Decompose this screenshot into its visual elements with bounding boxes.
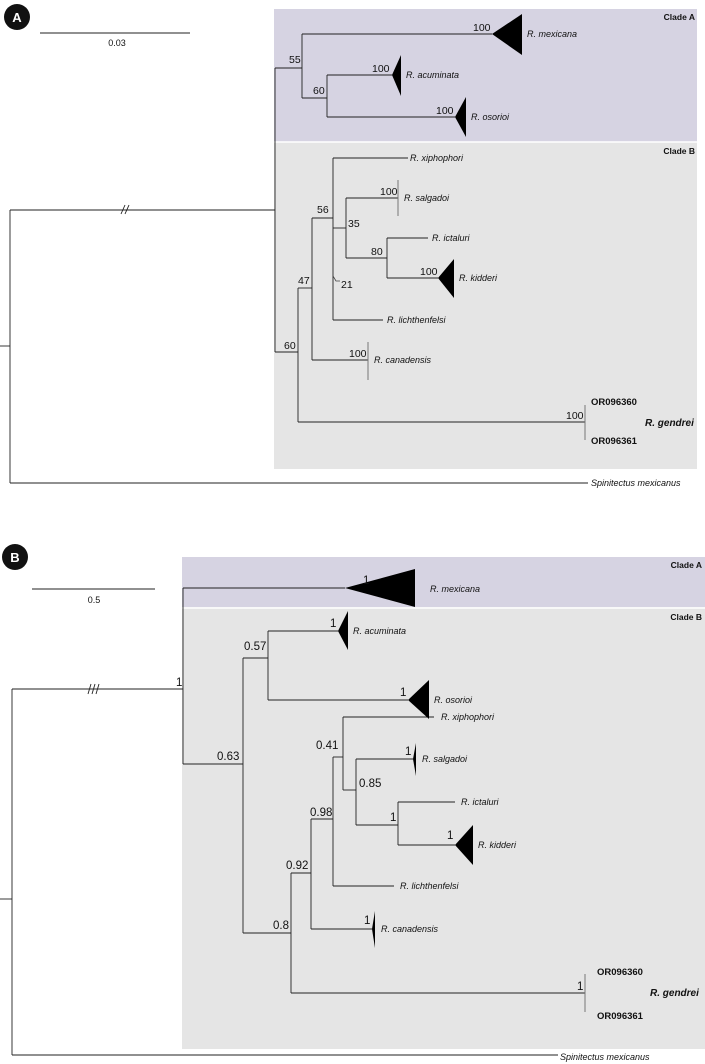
collapsed-clades-a bbox=[332, 14, 586, 440]
taxon-label: R. mexicana bbox=[430, 584, 480, 594]
taxon-label: R. salgadoi bbox=[404, 193, 450, 203]
clade-a-background bbox=[182, 557, 705, 607]
taxon-label: R. osorioi bbox=[434, 695, 473, 705]
panel-b: B 0.5 Clade A Clade B bbox=[0, 544, 705, 1062]
collapsed-clades-b bbox=[338, 569, 586, 1012]
taxon-label: R. kidderi bbox=[459, 273, 498, 283]
tree-b-branches bbox=[0, 587, 585, 1056]
support-value: 1 bbox=[390, 812, 396, 824]
taxon-label: R. ictaluri bbox=[461, 797, 500, 807]
panel-a: A 0.03 Clade A Clade B bbox=[0, 4, 697, 488]
support-value: 1 bbox=[577, 981, 583, 993]
taxon-label: R. gendrei bbox=[650, 988, 699, 999]
support-value: 1 bbox=[364, 915, 370, 927]
mexicana-collapsed-clade bbox=[345, 569, 415, 607]
support-value: 80 bbox=[371, 246, 383, 258]
osorioi-collapsed-clade bbox=[408, 680, 429, 719]
support-value: 100 bbox=[380, 186, 398, 198]
osorioi-collapsed-clade bbox=[455, 97, 466, 137]
taxon-label: R. acuminata bbox=[353, 626, 406, 636]
outgroup-label: Spinitectus mexicanus bbox=[560, 1052, 650, 1062]
clade-a-label: Clade A bbox=[664, 12, 695, 22]
mexicana-collapsed-clade bbox=[492, 14, 522, 55]
taxon-label: R. canadensis bbox=[381, 924, 439, 934]
taxon-label: R. kidderi bbox=[478, 840, 517, 850]
taxon-label: R. acuminata bbox=[406, 70, 459, 80]
clade-b-label: Clade B bbox=[670, 612, 702, 622]
kidderi-collapsed-clade bbox=[438, 259, 454, 298]
support-value: 100 bbox=[473, 22, 491, 34]
support-value: 21 bbox=[341, 279, 353, 291]
taxon-label: R. salgadoi bbox=[422, 754, 468, 764]
scale-bar-label: 0.03 bbox=[108, 38, 126, 48]
tree-a-branches bbox=[0, 33, 588, 484]
scale-bar-label: 0.5 bbox=[88, 595, 101, 605]
taxon-label: R. canadensis bbox=[374, 355, 432, 365]
support-value: 0.41 bbox=[316, 740, 338, 752]
support-value: 100 bbox=[420, 266, 438, 278]
accession-label: OR096360 bbox=[591, 397, 637, 408]
support-value: 0.98 bbox=[310, 807, 332, 819]
support-value: 0.63 bbox=[217, 751, 239, 763]
panel-b-letter: B bbox=[10, 550, 19, 565]
taxon-label: R. osorioi bbox=[471, 112, 510, 122]
outgroup-label: Spinitectus mexicanus bbox=[591, 478, 681, 488]
clade-a-label: Clade A bbox=[671, 560, 702, 570]
salgadoi-collapsed-clade bbox=[413, 743, 416, 776]
accession-label: OR096361 bbox=[597, 1011, 644, 1022]
taxon-label: R. lichthenfelsi bbox=[387, 315, 447, 325]
support-value: 60 bbox=[313, 85, 325, 97]
taxon-label: R. ictaluri bbox=[432, 233, 471, 243]
support-value: 1 bbox=[330, 618, 336, 630]
clade-b-background bbox=[182, 607, 705, 1049]
support-value: 100 bbox=[372, 63, 390, 75]
support-value: 55 bbox=[289, 54, 301, 66]
clade-b-label: Clade B bbox=[663, 146, 695, 156]
clade-b-background bbox=[274, 142, 697, 469]
taxon-label: R. mexicana bbox=[527, 29, 577, 39]
support-value: 1 bbox=[176, 677, 182, 689]
taxon-label: R. gendrei bbox=[645, 418, 694, 429]
acuminata-collapsed-clade bbox=[392, 55, 401, 96]
acuminata-collapsed-clade bbox=[338, 611, 348, 650]
canadensis-collapsed-clade bbox=[372, 911, 375, 948]
support-value: 35 bbox=[348, 218, 360, 230]
support-value: 100 bbox=[566, 410, 584, 422]
support-value: 0.57 bbox=[244, 641, 266, 653]
support-value: 1 bbox=[405, 746, 411, 758]
support-value: 1 bbox=[363, 575, 369, 587]
accession-label: OR096361 bbox=[591, 436, 638, 447]
accession-label: OR096360 bbox=[597, 967, 643, 978]
panel-b-badge bbox=[2, 544, 28, 570]
support-value: 0.92 bbox=[286, 860, 308, 872]
panel-a-letter: A bbox=[12, 10, 22, 25]
taxon-label: R. lichthenfelsi bbox=[400, 881, 460, 891]
support-value: 1 bbox=[447, 830, 453, 842]
taxon-label: R. xiphophori bbox=[410, 153, 464, 163]
taxon-label: R. xiphophori bbox=[441, 712, 495, 722]
support-value: 100 bbox=[349, 348, 367, 360]
support-value: 60 bbox=[284, 340, 296, 352]
support-value: 100 bbox=[436, 105, 454, 117]
panel-a-badge bbox=[4, 4, 30, 30]
clade-a-background bbox=[274, 9, 697, 142]
support-value: 0.85 bbox=[359, 778, 381, 790]
support-value: 1 bbox=[400, 687, 406, 699]
support-value: 47 bbox=[298, 275, 310, 287]
kidderi-collapsed-clade bbox=[455, 825, 473, 865]
support-value: 56 bbox=[317, 204, 329, 216]
support-value: 0.8 bbox=[273, 920, 289, 932]
